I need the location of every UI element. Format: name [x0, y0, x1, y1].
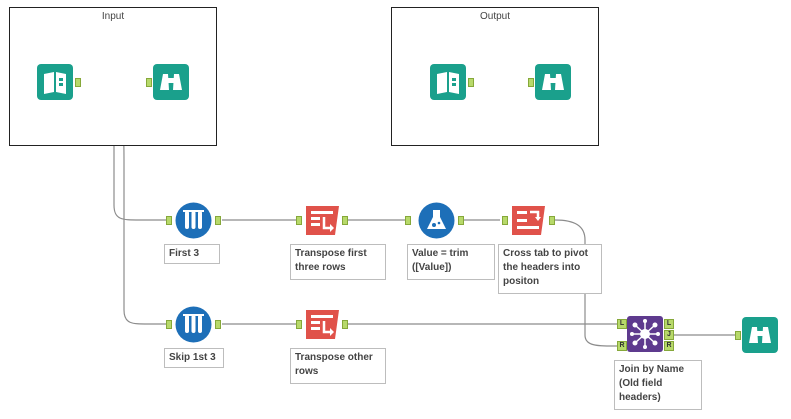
container-title: Input — [101, 11, 125, 22]
tool-annotation: Cross tab to pivot the headers into posi… — [498, 244, 602, 294]
tool-annotation: Join by Name (Old field headers) — [614, 360, 702, 410]
test-tubes-icon — [175, 202, 212, 239]
input-anchor[interactable] — [296, 320, 302, 329]
join-input-anchor-l[interactable]: L — [617, 319, 627, 329]
binoculars-icon — [535, 64, 571, 100]
sample-tool-skip3[interactable] — [175, 306, 212, 343]
binoculars-icon — [742, 317, 778, 353]
crosstab-tool[interactable] — [510, 202, 547, 239]
join-network-icon — [627, 316, 663, 352]
output-anchor[interactable] — [342, 320, 348, 329]
output-anchor[interactable] — [215, 320, 221, 329]
output-anchor[interactable] — [458, 216, 464, 225]
input-anchor[interactable] — [502, 216, 508, 225]
output-anchor[interactable] — [342, 216, 348, 225]
input-anchor[interactable] — [735, 331, 741, 340]
table-swap-icon — [512, 206, 545, 235]
flask-icon — [418, 202, 455, 239]
binoculars-icon — [153, 64, 189, 100]
connection-crosstab-join-r — [554, 219, 617, 347]
input-data-tool[interactable] — [430, 64, 466, 100]
join-tool[interactable] — [627, 316, 663, 352]
input-anchor[interactable] — [296, 216, 302, 225]
input-anchor[interactable] — [405, 216, 411, 225]
book-icon — [37, 64, 73, 100]
tool-annotation: Transpose other rows — [290, 348, 386, 384]
input-anchor[interactable] — [166, 320, 172, 329]
browse-tool[interactable] — [535, 64, 571, 100]
output-anchor[interactable] — [75, 78, 81, 87]
join-output-anchor-j[interactable]: J — [664, 330, 674, 340]
output-anchor[interactable] — [468, 78, 474, 87]
transpose-tool-first[interactable] — [304, 202, 341, 239]
browse-tool[interactable] — [153, 64, 189, 100]
input-data-tool[interactable] — [37, 64, 73, 100]
join-output-anchor-l[interactable]: L — [664, 319, 674, 329]
container-title: Output — [479, 11, 511, 22]
tool-annotation: Value = trim ([Value]) — [407, 244, 495, 280]
formula-tool[interactable] — [418, 202, 455, 239]
transpose-tool-other[interactable] — [304, 306, 341, 343]
input-anchor[interactable] — [528, 78, 534, 87]
browse-tool[interactable] — [742, 317, 778, 353]
output-anchor[interactable] — [549, 216, 555, 225]
sample-tool-first3[interactable] — [175, 202, 212, 239]
output-anchor[interactable] — [215, 216, 221, 225]
tool-annotation: Transpose first three rows — [290, 244, 386, 280]
join-input-anchor-r[interactable]: R — [617, 341, 627, 351]
book-icon — [430, 64, 466, 100]
table-arrow-icon — [306, 206, 339, 235]
test-tubes-icon — [175, 306, 212, 343]
input-anchor[interactable] — [166, 216, 172, 225]
input-anchor[interactable] — [146, 78, 152, 87]
join-output-anchor-r[interactable]: R — [664, 341, 674, 351]
table-arrow-icon — [306, 310, 339, 339]
tool-annotation: Skip 1st 3 — [164, 348, 224, 368]
tool-annotation: First 3 — [164, 244, 220, 264]
